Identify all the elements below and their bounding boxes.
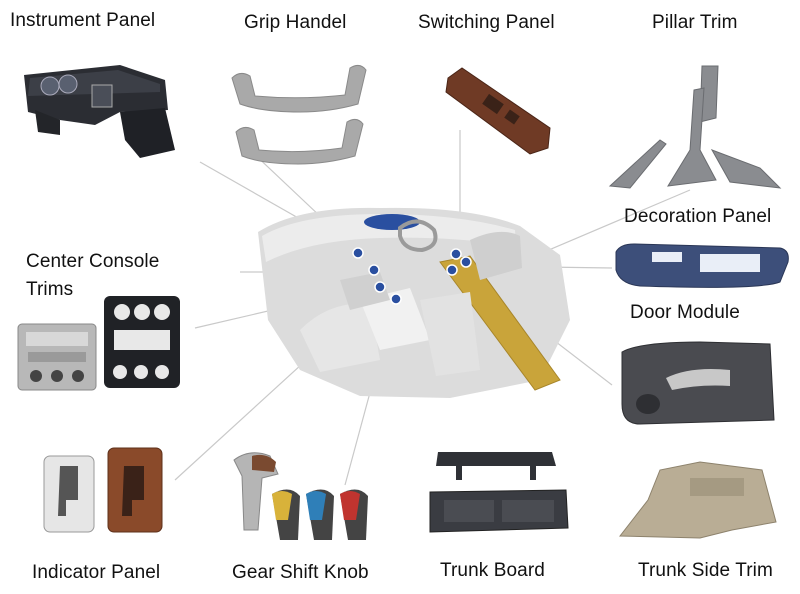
label-pillar-trim: Pillar Trim	[652, 12, 738, 33]
label-decoration-panel: Decoration Panel	[624, 206, 772, 227]
car-interior-image	[258, 207, 570, 398]
label-grip-handel: Grip Handel	[244, 12, 347, 33]
part-markers	[352, 247, 472, 305]
switching-panel-image	[445, 67, 551, 155]
grip-handel-image	[231, 64, 367, 165]
instrument-panel-image	[24, 65, 175, 158]
label-trunk-side-trim: Trunk Side Trim	[638, 560, 773, 581]
label-switching-panel: Switching Panel	[418, 12, 555, 33]
marker-door-module	[446, 264, 458, 276]
leader-line-pillar-trim	[529, 189, 691, 259]
label-instrument-panel: Instrument Panel	[10, 10, 156, 31]
marker-center-console	[368, 264, 380, 276]
center-console-trims-image	[17, 296, 180, 391]
pillar-trim-image	[608, 65, 782, 189]
trunk-side-trim-image	[618, 461, 777, 539]
marker-gear-shift-knob	[390, 293, 402, 305]
marker-indicator-panel	[374, 281, 386, 293]
marker-decoration-panel	[460, 256, 472, 268]
decoration-panel-image	[615, 243, 789, 288]
trunk-board-image	[429, 452, 569, 533]
marker-switching-panel	[450, 248, 462, 260]
door-module-image	[621, 341, 775, 425]
label-door-module: Door Module	[630, 302, 740, 323]
marker-instrument-panel	[352, 247, 364, 259]
indicator-panel-image	[43, 447, 163, 533]
label-gear-shift-knob: Gear Shift Knob	[232, 562, 369, 583]
label-center-console-trims: Center Console Trims	[26, 251, 160, 300]
gear-shift-knob-image	[233, 452, 368, 540]
label-trunk-board: Trunk Board	[440, 560, 545, 581]
label-indicator-panel: Indicator Panel	[32, 562, 161, 583]
